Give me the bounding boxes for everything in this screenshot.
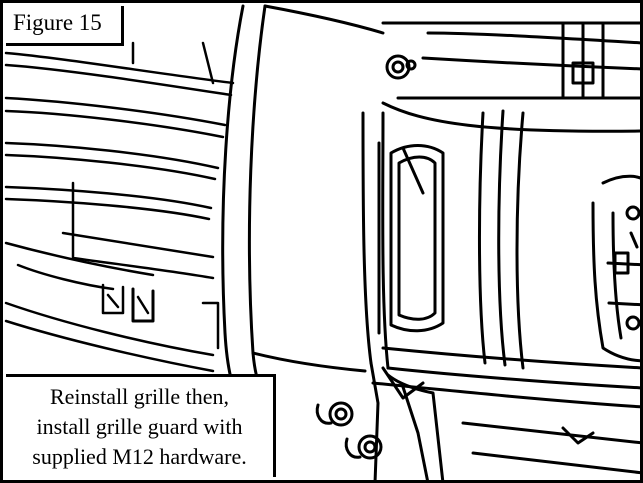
- grille-slats: [4, 41, 235, 373]
- instruction-caption: Reinstall grille then, install grille gu…: [6, 374, 276, 477]
- guard-frame: [361, 21, 640, 409]
- caption-line: install grille guard with: [36, 414, 243, 439]
- caption-line: supplied M12 hardware.: [32, 444, 247, 469]
- lower-mount-plate: [369, 361, 640, 480]
- bolt-icon: [385, 54, 417, 80]
- guard-side-window: [377, 141, 445, 335]
- bolt-icon: [315, 401, 354, 427]
- grille-surround: [221, 4, 385, 405]
- figure-label: Figure 15: [6, 6, 124, 46]
- guard-right-bracket: [591, 174, 640, 363]
- caption-line: Reinstall grille then,: [49, 384, 230, 409]
